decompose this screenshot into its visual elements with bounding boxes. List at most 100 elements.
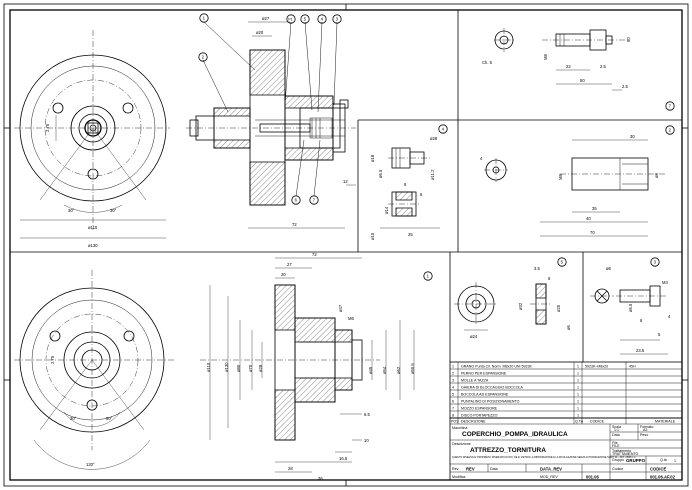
callout-6: 6 [295,198,298,203]
dim-d110: ø110 [88,225,98,230]
bl-d45: ø45 [368,366,373,374]
v4-d15: ø15 [370,232,375,240]
view-4 [380,124,448,229]
table-row: 3 MOLLE A TAZZA 1 [452,378,579,382]
callout-4: 4 [321,17,324,22]
modifica-value: MOD_REV [540,475,558,479]
svg-text:GHIERA DI BLOCCAGGIO BOCCOLA: GHIERA DI BLOCCAGGIO BOCCOLA [461,385,524,389]
v7-ch5: Ch. 5 [482,60,493,65]
qta-value: 1 [674,459,676,463]
bl-36: 36 [318,476,323,481]
formato-value: A3 [643,428,647,432]
callout-2: 2 [202,55,205,60]
bl-2-75: 2.75 [50,355,55,364]
v3-5: 5 [658,332,661,337]
gruppo-value: GRUPPO [626,458,646,463]
v5-d32: ø32 [518,302,523,310]
v4-d28: ø28 [430,136,438,141]
bl-50: 50° [106,416,113,421]
bottom-left-front-view [14,270,176,470]
svg-text:6: 6 [452,399,454,403]
gruppo-label: Gruppo [612,458,624,462]
v2-35: 35 [592,206,597,211]
callout-1: 1 [203,16,206,21]
v5-d24: ø24 [470,334,478,339]
trattamento-value: TRATTAMENTO [612,452,639,456]
svg-text:BOCCOLA AD ESPANSIONE: BOCCOLA AD ESPANSIONE [461,392,509,396]
bl-72: 72 [312,252,317,257]
sheet-border [3,3,689,487]
description-label: Descrizione [452,442,471,446]
bl-10: 10 [364,438,369,443]
svg-text:3: 3 [452,378,454,382]
v2-4: 4 [480,156,483,161]
v7-50: 50 [580,78,585,83]
table-row: 7 MOZZO ESPANSORE 1 [452,406,579,410]
v5-d6: ø6 [566,324,571,330]
v3-m4: M4 [662,280,668,285]
bl-d70: ø70 [248,364,253,372]
v4-d6-5: ø6.5 [378,169,383,178]
v4-d18: ø18 [370,154,375,162]
svg-text:1: 1 [577,399,579,403]
svg-text:GRANO Punta Cil. Norm. M8x20 U: GRANO Punta Cil. Norm. M8x20 UNI 5923K [461,364,533,368]
callout-p1: P1 [288,17,292,21]
bl-d80: ø80 [236,364,241,372]
svg-text:1: 1 [577,371,579,375]
v4-d11-2: ø11.2 [430,169,435,180]
codice-left: 001.06 [586,475,599,480]
callout-view7: 7 [669,104,672,109]
callout-view5: 5 [561,260,564,265]
table-row: 5 BOCCOLA AD ESPANSIONE 1 [452,392,579,396]
v2-70: 70 [590,230,595,235]
svg-text:Q.TA: Q.TA [575,420,584,424]
bl-m6: M6 [348,316,354,321]
svg-text:DISCO PORTAPEZZO: DISCO PORTAPEZZO [461,413,498,417]
v3-d5-5: ø5.5 [628,303,633,312]
bl-20: 20 [281,272,286,277]
v5-d20: ø20 [556,304,561,312]
callout-bottom-1: 1 [427,274,430,279]
modifica-label: Modifica [452,475,465,479]
v2-d8: ø8 [654,172,659,178]
table-row: 6 PUNTALINO DI POSIZIONAMENTO 1 [452,399,579,403]
bl-d110: ø110 [206,362,211,372]
svg-text:2: 2 [452,371,454,375]
dim-72-top: 72 [292,222,297,227]
bl-d62: ø62 [396,366,401,374]
data-rev-value: DATA_REV [540,467,562,472]
svg-text:PERNO PER ESPANSIONE: PERNO PER ESPANSIONE [461,371,507,375]
svg-text:5: 5 [452,392,454,396]
view-7 [494,28,675,111]
svg-text:1: 1 [452,364,454,368]
peso-label: Peso [640,433,648,437]
svg-text:MOZZO ESPANSORE: MOZZO ESPANSORE [461,406,498,410]
svg-text:PUNTALINO DI POSIZIONAMENTO: PUNTALINO DI POSIZIONAMENTO [461,399,520,403]
svg-text:MATERIALE: MATERIALE [655,420,676,424]
bl-d28: ø28 [258,364,263,372]
file-value: FILE [612,444,620,448]
trattamento-label: Trattamento [612,449,631,453]
svg-text:1: 1 [577,378,579,382]
top-left-front-view [14,30,170,239]
formato-label: Formato [640,425,653,429]
svg-text:POS: POS [451,420,459,424]
file-label: File [612,441,618,445]
callout-view4: 4 [442,127,445,132]
v3-4: 4 [668,314,671,319]
bottom-left-section-view [200,257,433,473]
parts-list-header: POS DESCRIZIONE Q.TA CODICE MATERIALE [451,420,676,424]
bl-d54: ø54 [382,366,387,374]
v3-6: 6 [640,318,643,323]
svg-text:1: 1 [577,413,579,417]
v4-8: 8 [404,182,407,187]
svg-text:7: 7 [452,406,454,410]
dim-d20: ø20 [256,30,264,35]
callout-view2: 2 [669,128,672,133]
svg-text:1: 1 [577,392,579,396]
scala-label: Scala [612,425,621,429]
rev-value: REV [466,467,475,472]
parts-list-rows: 1 GRANO Punta Cil. Norm. M8x20 UNI 5923K… [452,364,636,417]
v7-2-5a: 2.5 [600,64,606,69]
v2-40: 40 [586,216,591,221]
